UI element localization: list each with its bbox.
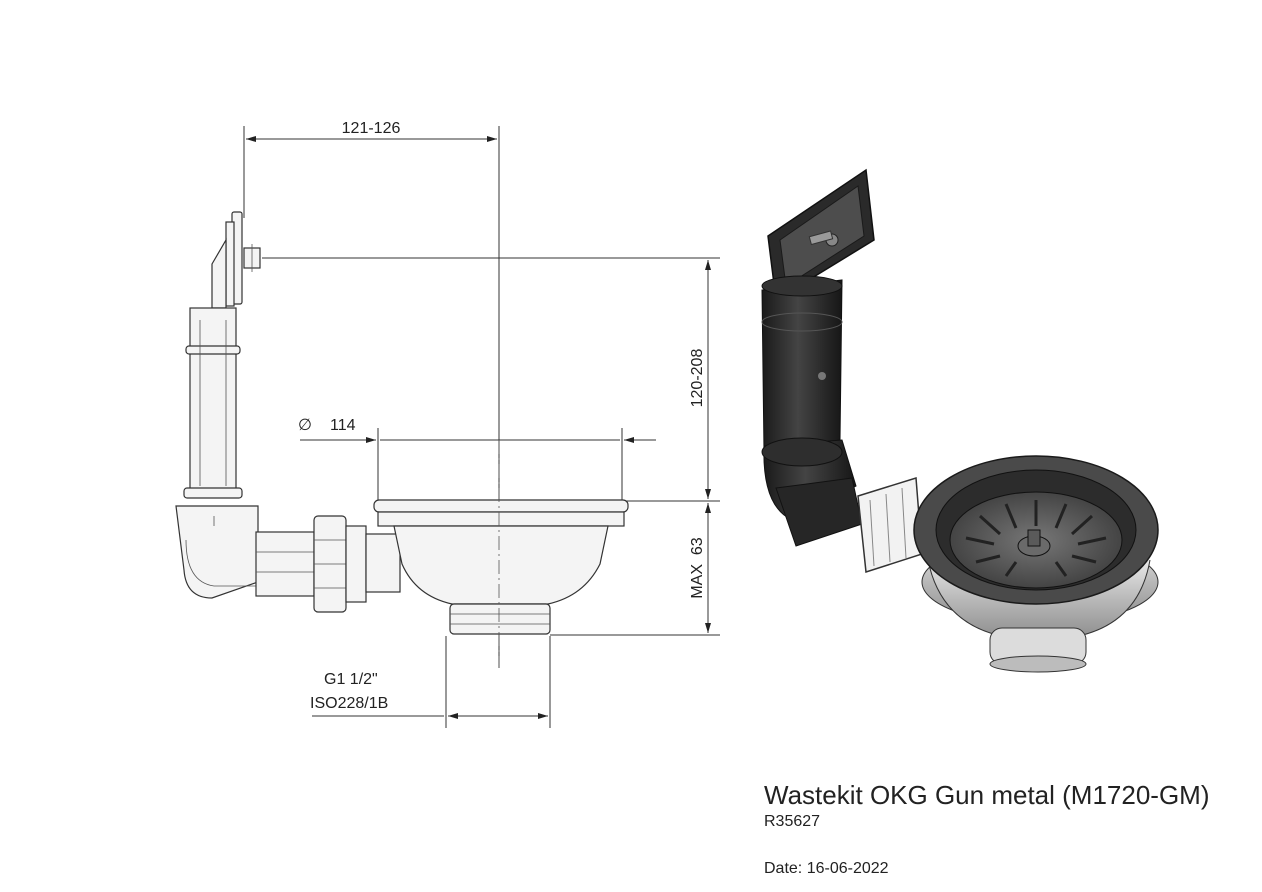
dim-diameter: ∅ 114 xyxy=(298,417,656,500)
product-code: R35627 xyxy=(764,813,821,830)
drawing-date: Date: 16-06-2022 xyxy=(764,860,889,877)
diameter-label: 114 xyxy=(330,417,356,434)
side-view-waste-kit xyxy=(175,211,629,668)
dim-height-label: 120-208 xyxy=(689,349,706,408)
dim-thread: G1 1/2" ISO228/1B xyxy=(310,636,551,728)
dim-max-depth-label: MAX 63 xyxy=(689,537,706,598)
thread-label-line1: G1 1/2" xyxy=(324,671,378,688)
title-block: Wastekit OKG Gun metal (M1720-GM) R35627 xyxy=(764,780,1209,832)
product-title: Wastekit OKG Gun metal (M1720-GM) xyxy=(764,780,1210,810)
dim-width-label: 121-126 xyxy=(342,120,401,137)
product-render xyxy=(761,168,1159,673)
dim-max-depth: MAX 63 xyxy=(550,503,720,636)
dim-height-range: 120-208 xyxy=(262,257,720,502)
diameter-symbol: ∅ xyxy=(298,417,312,434)
thread-label-line2: ISO228/1B xyxy=(310,695,388,712)
